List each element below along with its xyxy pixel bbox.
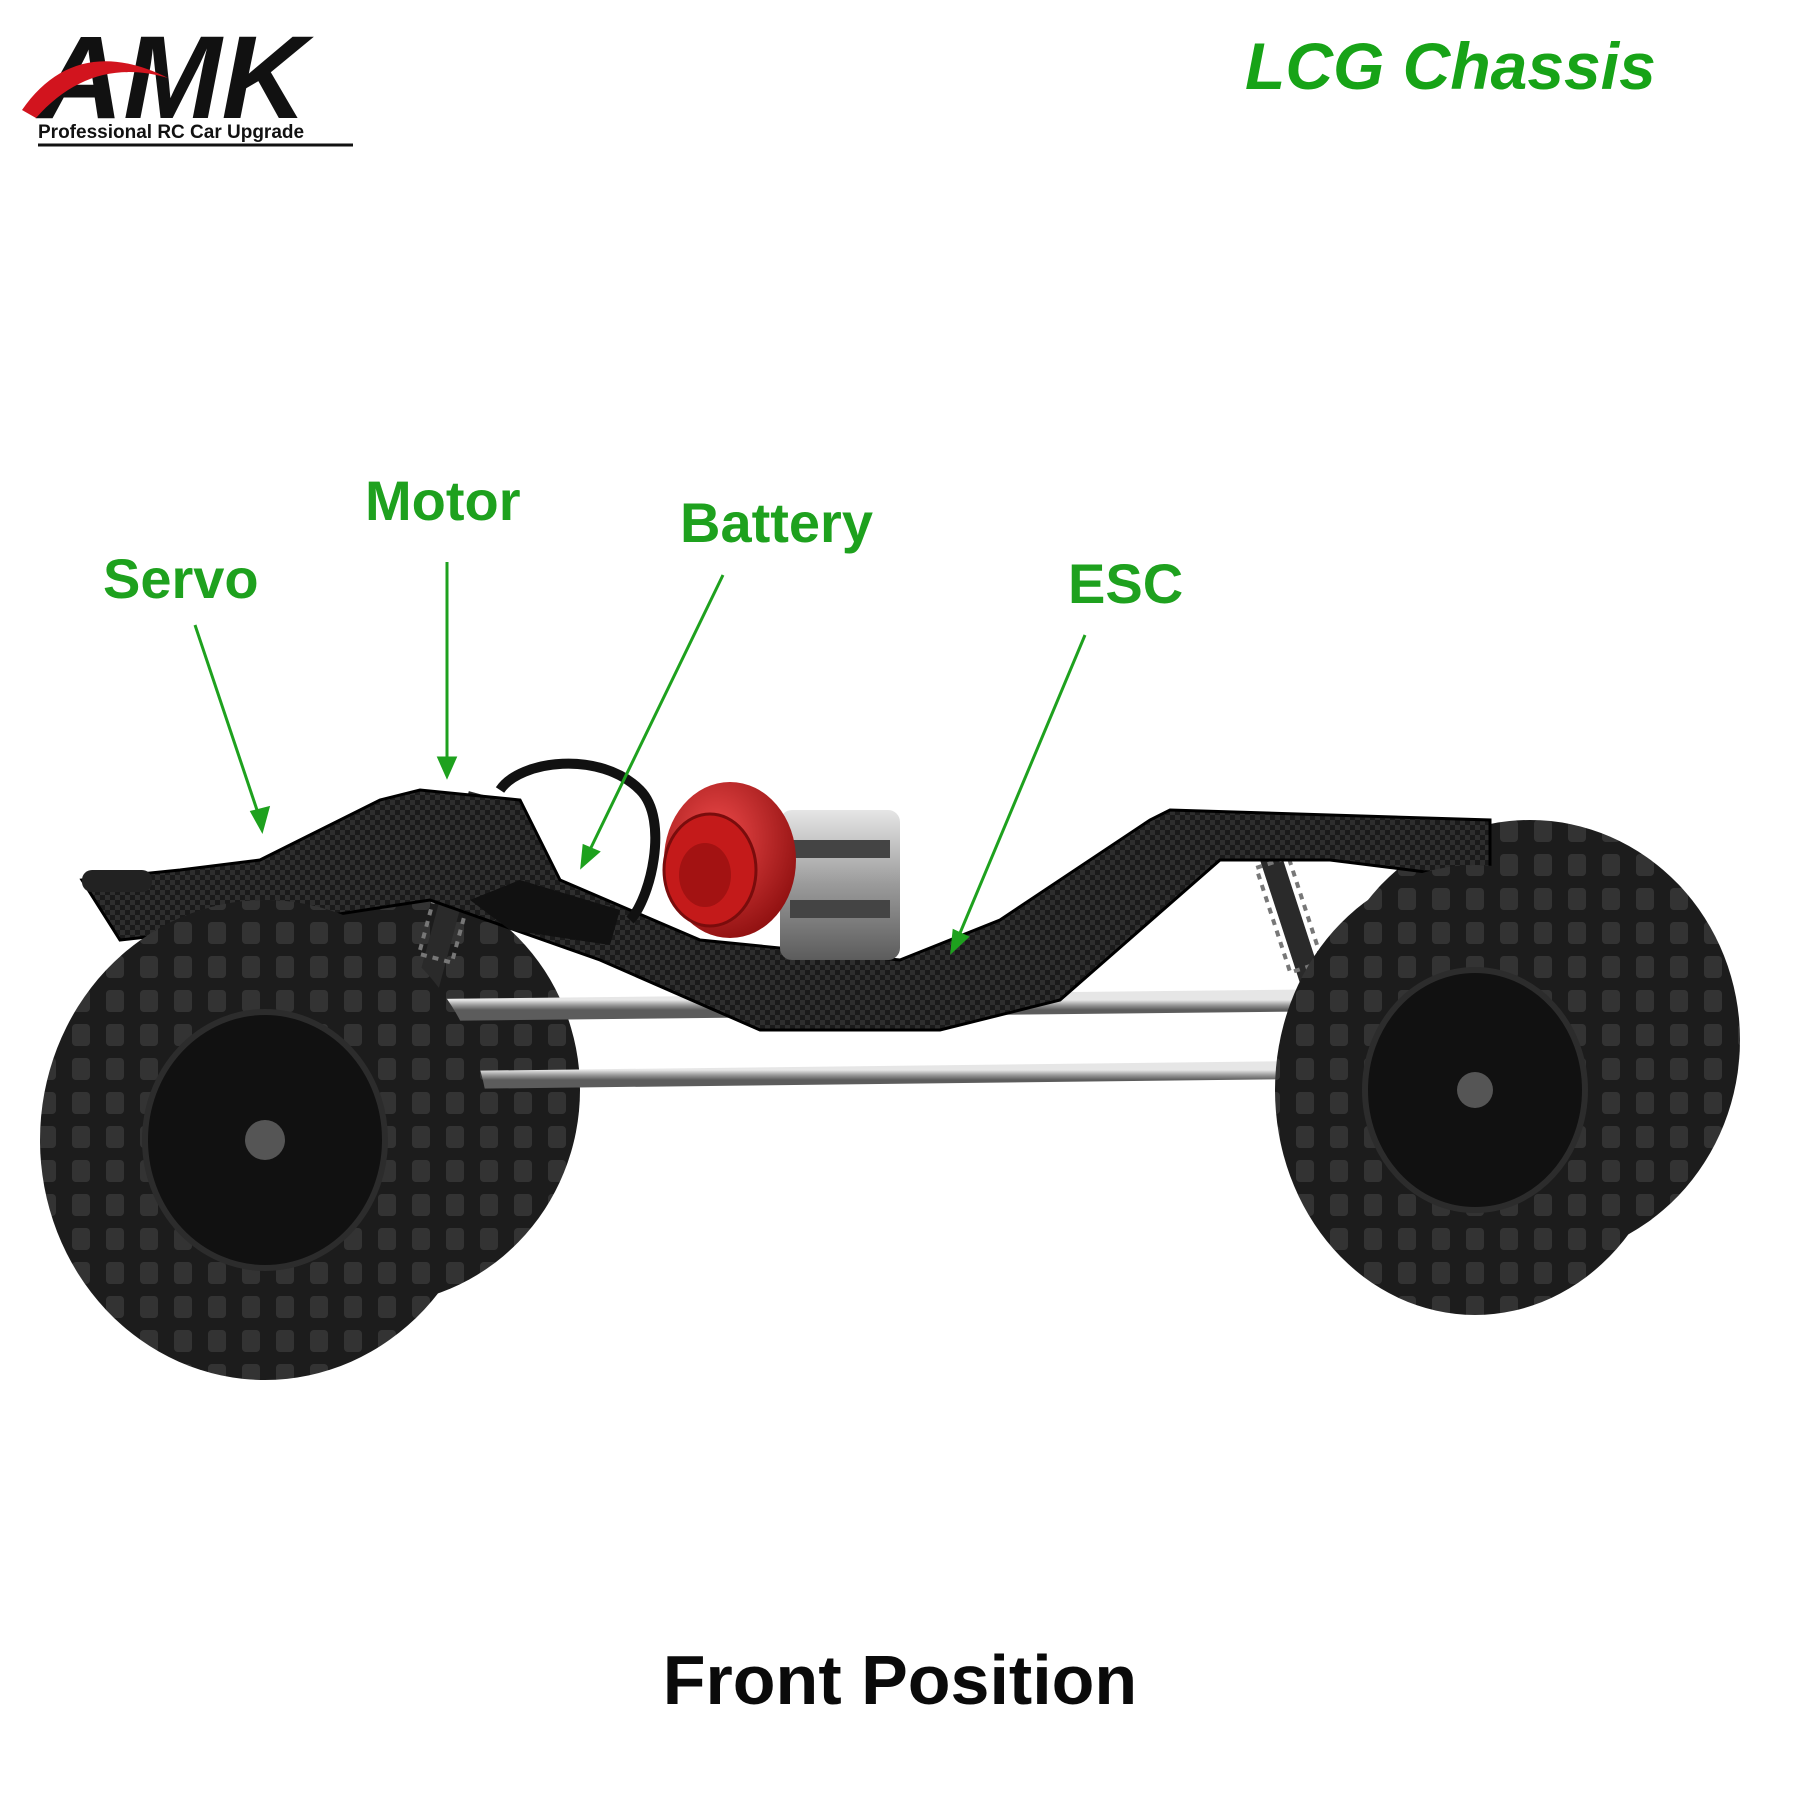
battery-arrow <box>583 574 725 861</box>
battery-tray <box>470 880 620 945</box>
motor-arrowhead <box>436 756 458 780</box>
motor-wire <box>495 758 661 924</box>
servo-arrow <box>193 624 264 826</box>
esc-arrowhead <box>950 928 970 955</box>
front-left-wheel <box>40 900 490 1380</box>
carbon-chassis-rail <box>79 788 1492 1032</box>
front-right-wheel <box>1275 865 1675 1315</box>
battery-arrowhead <box>580 843 601 870</box>
callout-battery: Battery <box>680 491 873 554</box>
callout-motor: Motor <box>365 469 521 532</box>
esc-arrow <box>953 634 1087 946</box>
callout-arrows <box>193 562 1087 955</box>
page-title: LCG Chassis <box>1245 29 1656 103</box>
callout-esc: ESC <box>1068 552 1184 615</box>
red-motor-cap <box>662 782 796 938</box>
brand-tagline: Professional RC Car Upgrade <box>38 122 305 143</box>
transmission <box>780 810 900 960</box>
servo-arrowhead <box>249 805 271 834</box>
callout-servo: Servo <box>103 547 259 610</box>
logo-swoosh <box>22 61 168 118</box>
position-caption: Front Position <box>662 1641 1138 1719</box>
amk-logo: AMK <box>22 18 353 147</box>
